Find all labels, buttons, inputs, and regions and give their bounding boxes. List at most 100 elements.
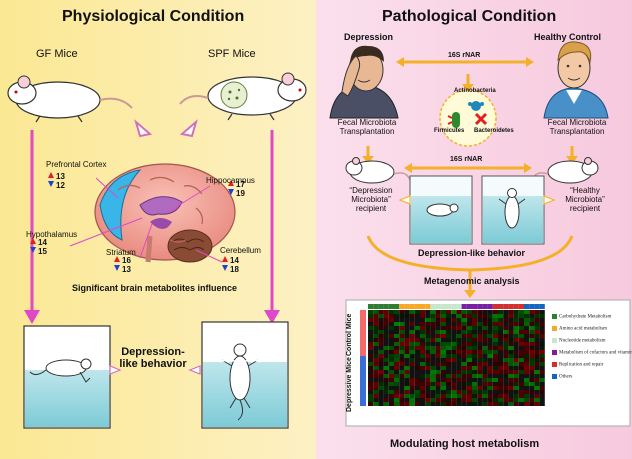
heatmap-cell bbox=[409, 334, 415, 338]
heatmap-cell bbox=[440, 382, 446, 386]
heatmap-cell bbox=[524, 354, 530, 358]
heatmap-cell bbox=[472, 378, 478, 382]
heatmap-cell bbox=[446, 398, 452, 402]
heatmap-cell bbox=[420, 350, 426, 354]
heatmap-cell bbox=[498, 398, 504, 402]
heatmap-cell bbox=[482, 378, 488, 382]
heatmap-cell bbox=[446, 346, 452, 350]
heatmap-cell bbox=[394, 334, 400, 338]
heatmap-cell bbox=[529, 366, 535, 370]
heatmap-cell bbox=[529, 390, 535, 394]
heatmap-cell bbox=[404, 346, 410, 350]
heatmap-cell bbox=[518, 310, 524, 314]
heatmap-cell bbox=[487, 382, 493, 386]
heatmap-cell bbox=[388, 362, 394, 366]
heatmap-cell bbox=[368, 346, 374, 350]
heatmap-cell bbox=[524, 370, 530, 374]
heatmap-cell bbox=[446, 330, 452, 334]
heatmap-cell bbox=[472, 338, 478, 342]
heatmap-cell bbox=[446, 374, 452, 378]
heatmap-cell bbox=[430, 322, 436, 326]
heatmap-cell bbox=[534, 334, 540, 338]
metagenomic-label: Metagenomic analysis bbox=[424, 276, 520, 286]
heatmap-cell bbox=[446, 394, 452, 398]
heatmap-cell bbox=[440, 402, 446, 406]
heatmap-cell bbox=[529, 374, 535, 378]
heatmap-cell bbox=[529, 386, 535, 390]
heatmap-cell bbox=[388, 310, 394, 314]
heatmap-cell bbox=[373, 326, 379, 330]
heatmap-cell bbox=[503, 390, 509, 394]
heatmap-cell bbox=[383, 382, 389, 386]
heatmap-cell bbox=[451, 390, 457, 394]
heatmap-cell bbox=[461, 326, 467, 330]
heatmap-band-cell bbox=[518, 304, 524, 309]
heatmap-cell bbox=[503, 358, 509, 362]
heatmap-cell bbox=[524, 310, 530, 314]
heatmap-cell bbox=[394, 394, 400, 398]
heatmap-cell bbox=[456, 342, 462, 346]
heatmap-cell bbox=[513, 354, 519, 358]
legend-item: Replication and repair bbox=[552, 362, 603, 368]
heatmap-cell bbox=[461, 394, 467, 398]
heatmap-band-cell bbox=[399, 304, 405, 309]
heatmap-cell bbox=[446, 338, 452, 342]
heatmap-cell bbox=[414, 382, 420, 386]
heatmap-cell bbox=[508, 390, 514, 394]
heatmap-cell bbox=[472, 314, 478, 318]
heatmap-cell bbox=[472, 318, 478, 322]
heatmap bbox=[368, 304, 545, 406]
heatmap-cell bbox=[368, 386, 374, 390]
heatmap-cell bbox=[368, 370, 374, 374]
heatmap-band-cell bbox=[534, 304, 540, 309]
heatmap-cell bbox=[466, 338, 472, 342]
heatmap-cell bbox=[482, 366, 488, 370]
heatmap-cell bbox=[409, 358, 415, 362]
heatmap-cell bbox=[388, 366, 394, 370]
heatmap-cell bbox=[477, 354, 483, 358]
heatmap-cell bbox=[498, 370, 504, 374]
legend-label: Nucleotide metabolism bbox=[559, 338, 606, 344]
heatmap-cell bbox=[446, 314, 452, 318]
heatmap-cell bbox=[503, 362, 509, 366]
heatmap-cell bbox=[378, 314, 384, 318]
heatmap-band-cell bbox=[472, 304, 478, 309]
heatmap-cell bbox=[399, 314, 405, 318]
heatmap-cell bbox=[534, 314, 540, 318]
heatmap-cell bbox=[388, 402, 394, 406]
heatmap-cell bbox=[482, 350, 488, 354]
depressive-mice-label: Depressive Mice bbox=[346, 357, 353, 412]
heatmap-band-cell bbox=[466, 304, 472, 309]
heatmap-cell bbox=[388, 314, 394, 318]
heatmap-cell bbox=[518, 326, 524, 330]
heatmap-cell bbox=[451, 322, 457, 326]
heatmap-cell bbox=[498, 382, 504, 386]
heatmap-cell bbox=[430, 402, 436, 406]
heatmap-cell bbox=[435, 338, 441, 342]
heatmap-cell bbox=[498, 358, 504, 362]
cerebellum-label: Cerebellum bbox=[220, 246, 261, 255]
heatmap-cell bbox=[446, 378, 452, 382]
heatmap-cell bbox=[466, 374, 472, 378]
brain-icon bbox=[69, 163, 236, 263]
fmt-left-label: Fecal Microbiota Transplantation bbox=[337, 118, 397, 136]
heatmap-band-cell bbox=[373, 304, 379, 309]
heatmap-band-cell bbox=[461, 304, 467, 309]
heatmap-cell bbox=[498, 342, 504, 346]
heatmap-cell bbox=[482, 346, 488, 350]
heatmap-cell bbox=[440, 342, 446, 346]
heatmap-cell bbox=[378, 350, 384, 354]
heatmap-cell bbox=[394, 330, 400, 334]
heatmap-cell bbox=[456, 382, 462, 386]
heatmap-cell bbox=[420, 346, 426, 350]
heatmap-cell bbox=[472, 358, 478, 362]
heatmap-cell bbox=[524, 314, 530, 318]
heatmap-cell bbox=[440, 334, 446, 338]
heatmap-cell bbox=[482, 358, 488, 362]
heatmap-cell bbox=[430, 330, 436, 334]
heatmap-cell bbox=[446, 390, 452, 394]
heatmap-cell bbox=[466, 398, 472, 402]
heatmap-cell bbox=[508, 346, 514, 350]
heatmap-cell bbox=[492, 310, 498, 314]
